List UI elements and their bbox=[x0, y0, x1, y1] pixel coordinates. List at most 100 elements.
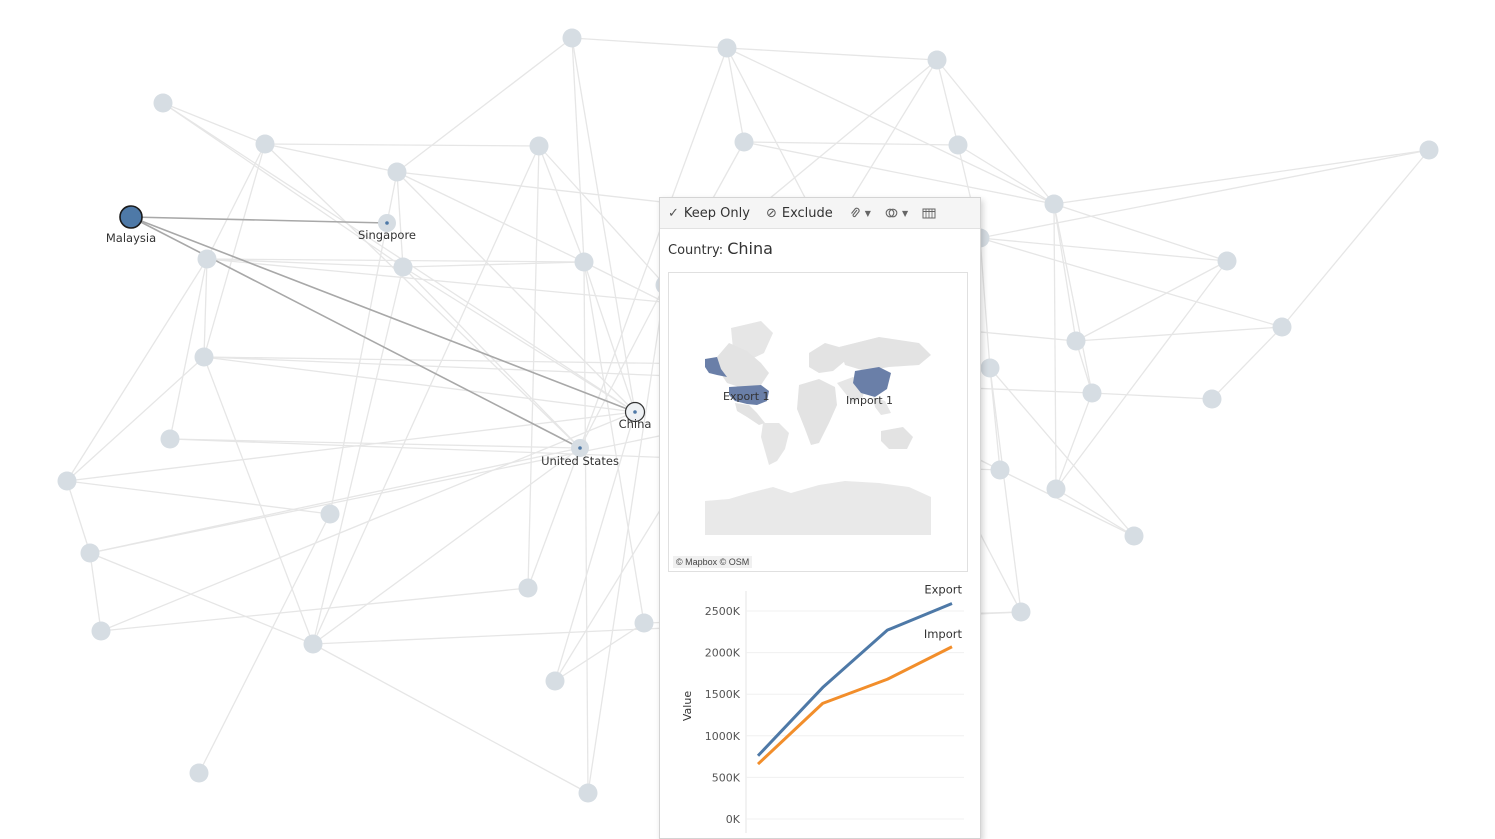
network-node[interactable] bbox=[91, 621, 111, 641]
network-node[interactable] bbox=[734, 132, 754, 152]
network-edge bbox=[206, 258, 404, 268]
network-node[interactable] bbox=[634, 613, 654, 633]
network-node[interactable] bbox=[153, 93, 173, 113]
network-edge bbox=[1075, 326, 1283, 342]
network-edge bbox=[1053, 149, 1430, 205]
network-node[interactable] bbox=[320, 504, 340, 524]
network-node[interactable] bbox=[518, 578, 538, 598]
network-node-malaysia[interactable] bbox=[119, 205, 143, 229]
set-icon bbox=[885, 208, 898, 218]
world-map-canvas: Export 1 Import 1 bbox=[705, 321, 931, 535]
world-map[interactable]: Export 1 Import 1 © Mapbox © OSM bbox=[668, 272, 968, 572]
network-node[interactable] bbox=[574, 252, 594, 272]
network-edge bbox=[396, 171, 636, 413]
network-edge bbox=[203, 356, 314, 645]
network-edge bbox=[402, 266, 581, 449]
network-node[interactable] bbox=[255, 134, 275, 154]
network-node[interactable] bbox=[990, 460, 1010, 480]
country-field: Country: China bbox=[660, 229, 980, 264]
chevron-down-icon: ▼ bbox=[901, 208, 909, 218]
network-node[interactable] bbox=[1011, 602, 1031, 622]
highlighted-edge bbox=[130, 216, 388, 224]
network-node[interactable] bbox=[717, 38, 737, 58]
network-edge bbox=[203, 356, 636, 413]
exclude-button[interactable]: ⊘ Exclude bbox=[766, 206, 833, 221]
series-line-import[interactable] bbox=[756, 645, 953, 766]
network-edge bbox=[726, 47, 938, 61]
network-edge bbox=[1281, 149, 1430, 328]
network-node[interactable] bbox=[189, 763, 209, 783]
network-node[interactable] bbox=[545, 671, 565, 691]
network-node[interactable] bbox=[80, 543, 100, 563]
network-node[interactable] bbox=[562, 28, 582, 48]
y-tick-label: 2000K bbox=[705, 647, 741, 660]
network-node[interactable] bbox=[160, 429, 180, 449]
network-edge bbox=[1053, 203, 1093, 394]
network-edge bbox=[312, 643, 589, 794]
network-node[interactable] bbox=[1419, 140, 1439, 160]
network-nodes[interactable] bbox=[57, 28, 1439, 803]
y-tick-label: 500K bbox=[712, 771, 741, 784]
network-node[interactable] bbox=[529, 136, 549, 156]
network-node[interactable] bbox=[194, 347, 214, 367]
network-node[interactable] bbox=[1124, 526, 1144, 546]
network-node[interactable] bbox=[1044, 194, 1064, 214]
network-edge bbox=[587, 284, 666, 794]
network-node[interactable] bbox=[1202, 389, 1222, 409]
node-center-dot bbox=[578, 446, 582, 450]
network-edge bbox=[396, 37, 573, 173]
network-edge bbox=[312, 447, 581, 645]
network-edge bbox=[169, 258, 208, 440]
keep-only-label: Keep Only bbox=[683, 205, 750, 221]
map-land-south-america bbox=[761, 423, 789, 465]
network-edge bbox=[1055, 260, 1228, 490]
series-line-export[interactable] bbox=[756, 602, 953, 757]
network-edge bbox=[726, 47, 1055, 205]
network-node[interactable] bbox=[1082, 383, 1102, 403]
network-edge bbox=[396, 171, 585, 263]
network-node[interactable] bbox=[927, 50, 947, 70]
network-edge bbox=[198, 513, 331, 774]
node-label-usa: United States bbox=[541, 454, 619, 468]
network-node[interactable] bbox=[393, 257, 413, 277]
node-label-singapore: Singapore bbox=[358, 228, 416, 242]
map-import-label: Import 1 bbox=[846, 394, 893, 407]
network-edge bbox=[936, 59, 1055, 205]
map-land-europe bbox=[809, 343, 845, 373]
network-edge bbox=[527, 447, 581, 589]
chart-series bbox=[756, 602, 953, 766]
map-land-australia bbox=[881, 427, 913, 449]
map-land-asia bbox=[839, 337, 931, 371]
network-edge bbox=[402, 266, 636, 413]
group-members-button[interactable]: ▼ bbox=[849, 207, 871, 219]
network-edge bbox=[162, 102, 404, 268]
network-edge bbox=[66, 258, 208, 482]
network-node[interactable] bbox=[387, 162, 407, 182]
view-data-button[interactable] bbox=[922, 208, 936, 219]
network-edge bbox=[89, 552, 314, 645]
network-node[interactable] bbox=[303, 634, 323, 654]
network-node[interactable] bbox=[57, 471, 77, 491]
network-edge bbox=[583, 261, 589, 794]
create-set-button[interactable]: ▼ bbox=[885, 207, 908, 219]
network-edge bbox=[203, 143, 266, 358]
network-node[interactable] bbox=[1272, 317, 1292, 337]
y-tick-label: 1000K bbox=[705, 730, 741, 743]
network-edge bbox=[957, 144, 1055, 205]
network-edge bbox=[1211, 326, 1283, 400]
network-node[interactable] bbox=[578, 783, 598, 803]
network-edge bbox=[743, 141, 1055, 205]
network-node[interactable] bbox=[948, 135, 968, 155]
y-axis-title: Value bbox=[681, 691, 694, 721]
network-node[interactable] bbox=[1217, 251, 1237, 271]
network-node[interactable] bbox=[980, 358, 1000, 378]
network-edge bbox=[1091, 392, 1213, 400]
network-node[interactable] bbox=[197, 249, 217, 269]
network-edge bbox=[554, 622, 645, 682]
network-node[interactable] bbox=[1046, 479, 1066, 499]
network-edge bbox=[264, 143, 540, 147]
network-edge bbox=[396, 171, 404, 268]
map-usa bbox=[729, 385, 769, 405]
network-node[interactable] bbox=[1066, 331, 1086, 351]
keep-only-button[interactable]: ✓ Keep Only bbox=[668, 206, 750, 221]
